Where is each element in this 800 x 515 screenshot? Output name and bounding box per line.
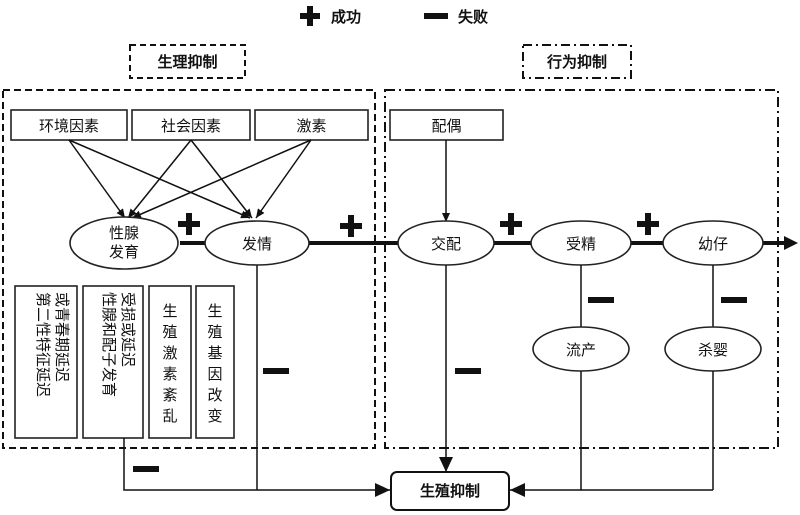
- svg-text:生: 生: [207, 302, 222, 320]
- svg-text:生理抑制: 生理抑制: [157, 53, 217, 71]
- stage-abortion: 流产: [532, 326, 630, 372]
- stage-mating: 交配: [397, 220, 495, 266]
- svg-text:发情: 发情: [242, 235, 272, 253]
- svg-text:杀婴: 杀婴: [698, 341, 728, 359]
- failure-marks: [133, 368, 481, 472]
- svg-text:生殖抑制: 生殖抑制: [420, 482, 480, 500]
- svg-text:流产: 流产: [566, 341, 596, 359]
- minus-icon: [263, 368, 289, 374]
- svg-text:环境因素: 环境因素: [39, 117, 99, 135]
- svg-text:第二性特征延迟: 第二性特征延迟: [34, 292, 52, 397]
- svg-text:改: 改: [207, 386, 222, 404]
- plus-icon: [340, 215, 362, 237]
- svg-text:紊: 紊: [162, 386, 177, 404]
- plus-icon: [300, 6, 320, 26]
- svg-text:行为抑制: 行为抑制: [546, 53, 607, 71]
- legend: 成功 失败: [300, 6, 488, 26]
- svg-text:社会因素: 社会因素: [161, 117, 221, 135]
- main-pathway: [180, 236, 798, 250]
- factor-mate: 配偶: [389, 109, 504, 141]
- physiological-frame: [2, 89, 376, 449]
- svg-text:受精: 受精: [566, 235, 596, 253]
- svg-text:性腺和配子发育: 性腺和配子发育: [100, 292, 118, 397]
- stage-gonad: 性腺 发育: [69, 216, 179, 270]
- svg-text:基: 基: [207, 344, 222, 362]
- stage-fertilization: 受精: [530, 220, 632, 266]
- svg-text:因: 因: [207, 365, 222, 383]
- svg-text:配偶: 配偶: [431, 117, 461, 135]
- stage-estrus: 发情: [204, 220, 310, 266]
- svg-text:性腺: 性腺: [109, 224, 139, 242]
- stage-infanticide: 杀婴: [664, 326, 762, 372]
- legend-success-label: 成功: [331, 8, 361, 26]
- svg-text:受损或延迟: 受损或延迟: [119, 292, 137, 367]
- plus-icon: [500, 213, 522, 235]
- effect-hormone-disorder: 生 殖 激 素 紊 乱: [148, 285, 192, 439]
- svg-text:殖: 殖: [207, 323, 222, 341]
- physiological-title: 生理抑制: [129, 44, 246, 79]
- plus-icon: [178, 213, 200, 235]
- svg-text:素: 素: [162, 365, 177, 383]
- suppression-lines: [123, 265, 714, 497]
- svg-text:发育: 发育: [109, 243, 139, 261]
- plus-icon: [637, 213, 659, 235]
- svg-text:激: 激: [162, 344, 177, 362]
- svg-text:幼仔: 幼仔: [698, 235, 728, 253]
- minus-icon: [424, 13, 448, 19]
- minus-icon: [721, 297, 747, 303]
- factor-environment: 环境因素: [10, 109, 128, 141]
- svg-text:生: 生: [162, 302, 177, 320]
- effect-secondary-sex: 第二性特征延迟 或青春期延迟: [14, 285, 78, 439]
- svg-text:交配: 交配: [431, 235, 461, 253]
- effect-gene-change: 生 殖 基 因 改 变: [195, 285, 235, 439]
- factor-hormone: 激素: [254, 109, 369, 141]
- svg-text:激素: 激素: [296, 117, 326, 135]
- factor-arrows: [68, 139, 450, 222]
- minus-icon: [133, 466, 159, 472]
- svg-text:或青春期延迟: 或青春期延迟: [53, 292, 71, 382]
- svg-text:变: 变: [207, 407, 222, 425]
- minus-icon: [588, 297, 614, 303]
- svg-text:殖: 殖: [162, 323, 177, 341]
- result-box: 生殖抑制: [390, 471, 510, 511]
- behavioral-title: 行为抑制: [522, 44, 632, 79]
- svg-text:乱: 乱: [162, 407, 177, 425]
- effect-gonad-damage: 性腺和配子发育 受损或延迟: [82, 285, 144, 439]
- factor-social: 社会因素: [131, 109, 251, 141]
- success-marks: [178, 213, 659, 237]
- stage-young: 幼仔: [662, 220, 764, 266]
- legend-failure-label: 失败: [458, 8, 488, 26]
- minus-icon: [455, 368, 481, 374]
